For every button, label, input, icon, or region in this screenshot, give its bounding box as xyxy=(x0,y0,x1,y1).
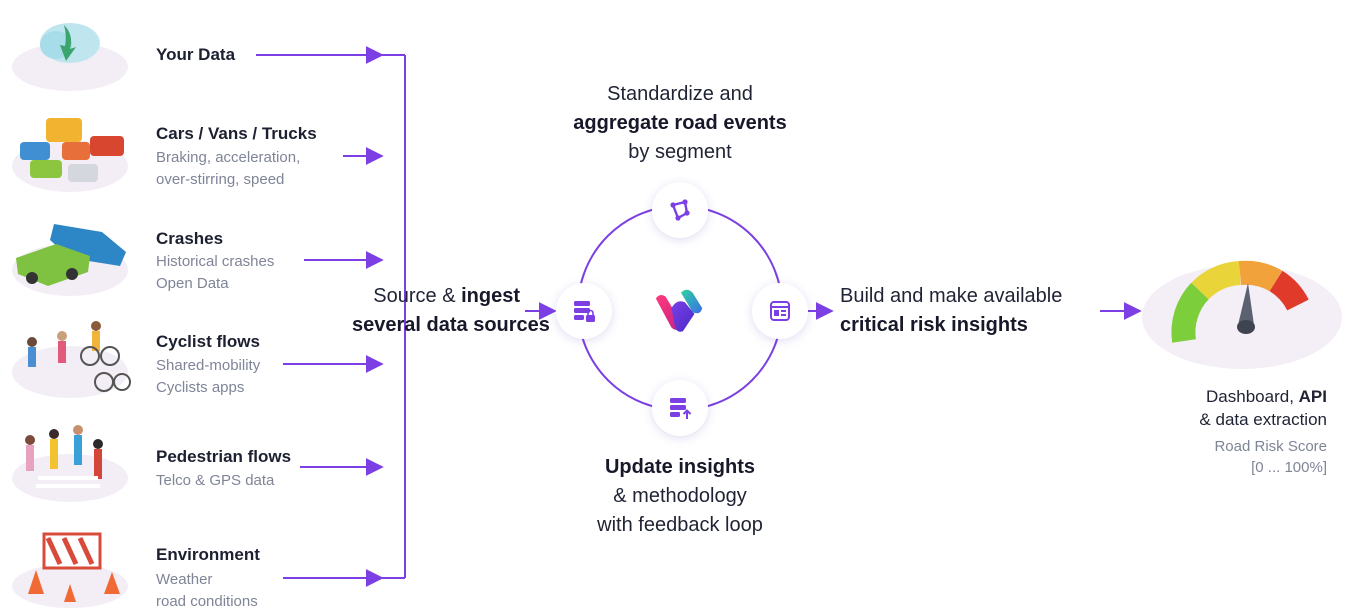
source-sub-crashes-1: Historical crashes xyxy=(156,253,275,270)
source-title-crashes: Crashes xyxy=(156,229,224,248)
output-pre: Dashboard, xyxy=(1206,387,1299,406)
output-line-2: & data extraction xyxy=(1199,410,1327,429)
standardize-bold: aggregate road events xyxy=(573,112,787,134)
vehicles-illustration xyxy=(12,118,128,192)
your-data-illustration xyxy=(12,23,128,91)
dashboard-node xyxy=(752,283,808,339)
database-upload-node xyxy=(652,380,708,436)
output-line-4: [0 ... 100%] xyxy=(1251,459,1327,476)
standardize-line-1: Standardize and xyxy=(607,83,753,105)
cyclists-illustration xyxy=(12,321,131,398)
network-icon xyxy=(670,199,690,221)
database-lock-icon xyxy=(574,301,595,322)
source-sub-cyclist-2: Cyclists apps xyxy=(156,379,245,396)
output-score-text: Road Risk Score [0 ... 100%] xyxy=(1214,436,1327,478)
source-sub-cyclist-1: Shared-mobility xyxy=(156,357,261,374)
gauge-illustration xyxy=(1142,260,1342,369)
source-title-environment: Environment xyxy=(156,545,260,564)
source-title-your-data: Your Data xyxy=(156,45,236,64)
source-title-pedestrian: Pedestrian flows xyxy=(156,447,292,466)
source-title-cars: Cars / Vans / Trucks xyxy=(156,124,317,143)
source-sub-crashes-2: Open Data xyxy=(156,275,229,292)
database-upload-icon xyxy=(670,398,692,419)
roadworks-illustration xyxy=(12,532,128,608)
build-bold: critical risk insights xyxy=(840,314,1028,336)
logo-mark xyxy=(655,289,703,332)
update-text: Update insights & methodology with feedb… xyxy=(540,453,820,540)
build-text: Build and make available critical risk i… xyxy=(840,282,1062,340)
source-sub-pedestrian-1: Telco & GPS data xyxy=(156,472,275,489)
source-sub-environment-2: road conditions xyxy=(156,593,258,610)
ingest-bold-1: ingest xyxy=(461,285,520,307)
build-line-1: Build and make available xyxy=(840,285,1063,307)
update-bold: Update insights xyxy=(604,456,755,478)
ingest-pre: Source & xyxy=(373,285,462,307)
standardize-text: Standardize and aggregate road events by… xyxy=(540,80,820,167)
network-node xyxy=(652,182,708,238)
database-lock-node xyxy=(556,283,612,339)
update-line-2: & methodology xyxy=(613,485,747,507)
source-title-cyclist: Cyclist flows xyxy=(156,332,260,351)
output-main-text: Dashboard, API & data extraction xyxy=(1199,385,1327,431)
ingest-bold-2: several data sources xyxy=(352,314,550,336)
standardize-line-3: by segment xyxy=(628,141,732,163)
output-line-3: Road Risk Score xyxy=(1214,438,1327,455)
update-line-3: with feedback loop xyxy=(597,514,763,536)
crash-illustration xyxy=(12,224,128,296)
output-bold: API xyxy=(1298,387,1327,406)
ingest-text: Source & ingest several data sources xyxy=(352,282,550,340)
center-logo xyxy=(652,283,708,339)
source-sub-cars-2: over-stirring, speed xyxy=(156,171,285,188)
pedestrians-illustration xyxy=(12,425,128,502)
source-sub-cars-1: Braking, acceleration, xyxy=(156,149,301,166)
source-sub-environment-1: Weather xyxy=(156,571,213,588)
dashboard-window-icon xyxy=(770,301,790,321)
